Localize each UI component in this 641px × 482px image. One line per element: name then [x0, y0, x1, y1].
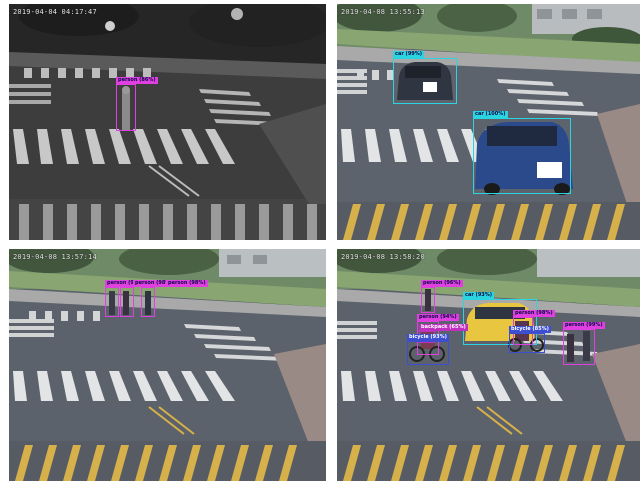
camera-panel-4: 2019-04-08 13:58:20 person (96%) car (93…	[337, 249, 640, 481]
timestamp: 2019-04-08 13:55:13	[341, 8, 425, 16]
timestamp: 2019-04-08 13:57:14	[13, 253, 97, 261]
camera-panel-2: 2019-04-08 13:55:13 car (99%) car (100%)	[337, 4, 640, 240]
detection-label: bicycle (93%)	[407, 334, 449, 341]
detection-box-bicycle: bicycle (93%)	[407, 334, 449, 365]
detection-label: person (99%)	[563, 322, 605, 329]
detection-label: person (96%)	[421, 280, 463, 287]
detection-label: person (98%)	[166, 280, 208, 287]
timestamp: 2019-04-08 13:58:20	[341, 253, 425, 261]
detection-box-person: person (99%)	[563, 322, 605, 365]
detection-label: car (93%)	[463, 292, 495, 299]
detection-box-bicycle: bicycle (85%)	[509, 326, 551, 353]
detection-box-person: person (86%)	[116, 77, 158, 131]
detection-box-person: person (98%)	[120, 280, 175, 317]
detection-label: car (100%)	[473, 111, 508, 118]
detection-label: bicycle (85%)	[509, 326, 551, 333]
detection-label: person (98%)	[513, 310, 555, 317]
detection-box-car: car (93%)	[463, 292, 537, 345]
detection-label: backpack (65%)	[419, 324, 468, 331]
day-street-scene-pedestrians	[9, 249, 326, 481]
detection-label: person (99%)	[105, 280, 147, 287]
detection-label: person (98%)	[133, 280, 175, 287]
detection-label: car (99%)	[393, 51, 425, 58]
detection-box-person: person (96%)	[421, 280, 463, 313]
timestamp: 2019-04-04 04:17:47	[13, 8, 97, 16]
camera-panel-3: 2019-04-08 13:57:14 person (99%) person …	[9, 249, 326, 481]
detection-label: person (86%)	[116, 77, 158, 84]
camera-panel-1: 2019-04-04 04:17:47 person (86%)	[9, 4, 326, 240]
detection-label: person (94%)	[417, 314, 459, 321]
detection-box-person: person (99%)	[105, 280, 147, 317]
detection-box-car: car (99%)	[393, 51, 457, 104]
day-street-scene-mixed	[337, 249, 640, 481]
detection-box-person: person (98%)	[141, 280, 208, 317]
night-street-scene	[9, 4, 326, 240]
day-street-scene-cars	[337, 4, 640, 240]
detection-box-car: car (100%)	[473, 111, 571, 194]
